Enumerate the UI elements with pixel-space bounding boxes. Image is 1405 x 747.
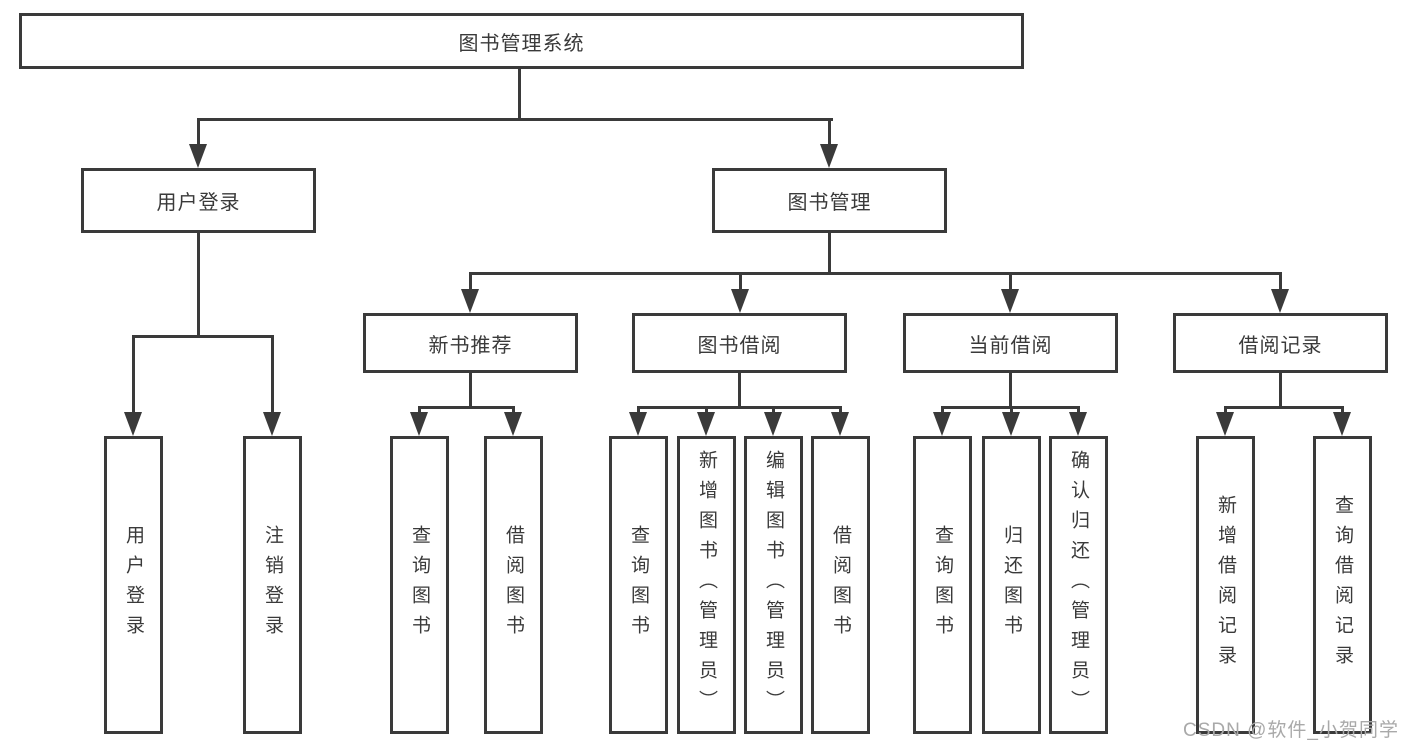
arrow-down-icon [461, 289, 479, 313]
arrow-down-icon [764, 412, 782, 436]
arrow-down-icon [1001, 289, 1019, 313]
leaf-label: 查询图书 [932, 525, 953, 645]
connector-line [941, 406, 944, 416]
node-current-borrowing: 当前借阅 [903, 313, 1118, 373]
leaf-label: 新增借阅记录 [1215, 495, 1236, 675]
leaf-query-books-2: 查询图书 [609, 436, 668, 734]
leaf-query-borrow-record: 查询借阅记录 [1313, 436, 1372, 734]
connector-line [1009, 272, 1012, 292]
connector-line [1224, 406, 1227, 416]
connector-line [1279, 373, 1282, 409]
connector-line [637, 406, 841, 409]
arrow-down-icon [697, 412, 715, 436]
leaf-label: 查询图书 [628, 525, 649, 645]
leaf-add-books-admin: 新增图书（管理员） [677, 436, 736, 734]
connector-line [418, 406, 515, 409]
leaf-borrow-books-2: 借阅图书 [811, 436, 870, 734]
leaf-label: 新增图书（管理员） [696, 450, 717, 720]
leaf-query-books-1: 查询图书 [390, 436, 449, 734]
connector-line [637, 406, 640, 416]
connector-line [828, 233, 831, 275]
leaf-label: 编辑图书（管理员） [763, 450, 784, 720]
connector-line [132, 335, 135, 415]
arrow-down-icon [933, 412, 951, 436]
arrow-down-icon [124, 412, 142, 436]
connector-line [839, 406, 842, 416]
connector-line [271, 335, 274, 415]
leaf-label: 借阅图书 [503, 525, 524, 645]
leaf-label: 借阅图书 [830, 525, 851, 645]
connector-line [469, 272, 472, 292]
leaf-label: 确认归还（管理员） [1068, 450, 1089, 720]
connector-line [197, 118, 833, 121]
leaf-label: 查询借阅记录 [1332, 495, 1353, 675]
arrow-down-icon [1333, 412, 1351, 436]
connector-line [1341, 406, 1344, 416]
connector-line [197, 233, 200, 337]
arrow-down-icon [504, 412, 522, 436]
connector-line [1279, 272, 1282, 292]
connector-line [512, 406, 515, 416]
arrow-down-icon [1069, 412, 1087, 436]
connector-line [1009, 373, 1012, 409]
leaf-label: 查询图书 [409, 525, 430, 645]
arrow-down-icon [731, 289, 749, 313]
node-library-management-system: 图书管理系统 [19, 13, 1024, 69]
node-new-book-recommendation: 新书推荐 [363, 313, 578, 373]
leaf-query-books-3: 查询图书 [913, 436, 972, 734]
arrow-down-icon [1271, 289, 1289, 313]
connector-line [132, 335, 273, 338]
leaf-user-login: 用户登录 [104, 436, 163, 734]
leaf-confirm-return-admin: 确认归还（管理员） [1049, 436, 1108, 734]
connector-line [772, 406, 775, 416]
connector-line [1010, 406, 1013, 416]
arrow-down-icon [189, 144, 207, 168]
node-borrowing-records: 借阅记录 [1173, 313, 1388, 373]
connector-line [197, 118, 200, 150]
leaf-label: 用户登录 [123, 525, 144, 645]
leaf-label: 注销登录 [262, 525, 283, 645]
connector-line [518, 69, 521, 121]
connector-line [739, 272, 742, 292]
leaf-label: 归还图书 [1001, 525, 1022, 645]
arrow-down-icon [820, 144, 838, 168]
arrow-down-icon [1002, 412, 1020, 436]
connector-line [469, 272, 1282, 275]
node-book-borrowing: 图书借阅 [632, 313, 847, 373]
connector-line [418, 406, 421, 416]
connector-line [828, 118, 831, 150]
node-book-management: 图书管理 [712, 168, 947, 233]
arrow-down-icon [629, 412, 647, 436]
connector-line [1224, 406, 1343, 409]
leaf-logout: 注销登录 [243, 436, 302, 734]
leaf-edit-books-admin: 编辑图书（管理员） [744, 436, 803, 734]
connector-line [705, 406, 708, 416]
leaf-borrow-books-1: 借阅图书 [484, 436, 543, 734]
leaf-add-borrow-record: 新增借阅记录 [1196, 436, 1255, 734]
csdn-watermark: CSDN @软件_小贺同学 [1183, 720, 1399, 741]
node-user-login: 用户登录 [81, 168, 316, 233]
leaf-return-books: 归还图书 [982, 436, 1041, 734]
arrow-down-icon [1216, 412, 1234, 436]
connector-line [738, 373, 741, 409]
connector-line [1077, 406, 1080, 416]
connector-line [469, 373, 472, 409]
arrow-down-icon [410, 412, 428, 436]
arrow-down-icon [831, 412, 849, 436]
arrow-down-icon [263, 412, 281, 436]
